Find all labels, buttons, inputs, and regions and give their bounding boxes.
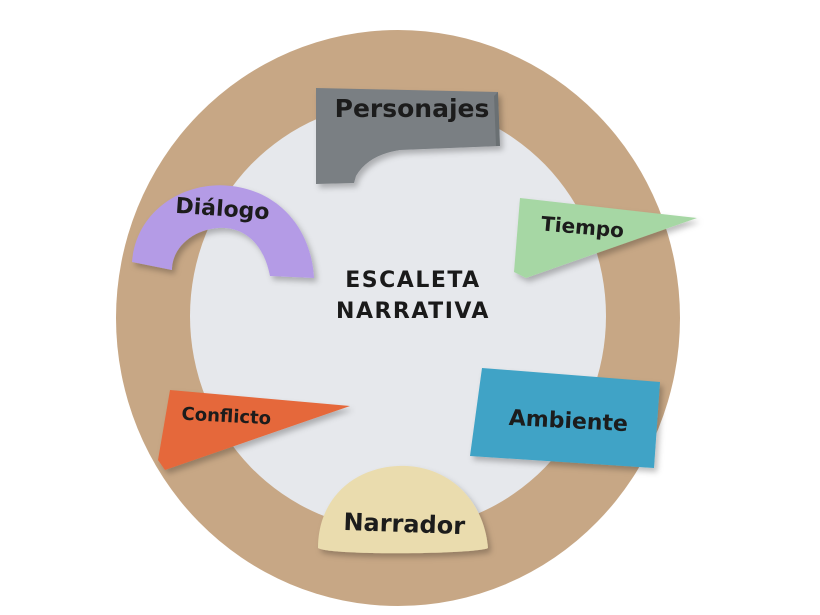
center-title-line2: NARRATIVA: [336, 299, 490, 324]
block-personajes-label: Personajes: [335, 94, 490, 123]
block-conflicto-label: Conflicto: [181, 404, 272, 430]
block-personajes-shape: [316, 88, 500, 184]
block-dialogo: Diálogo: [132, 185, 314, 278]
block-narrador-shape: [318, 465, 488, 554]
block-conflicto-shape: [158, 390, 350, 470]
block-tiempo-shape: [514, 198, 697, 278]
block-ambiente-shape: [470, 368, 660, 468]
block-personajes: Personajes: [316, 88, 500, 184]
block-ambiente: Ambiente: [470, 368, 660, 468]
block-dialogo-shape: [132, 185, 314, 278]
block-tiempo: Tiempo: [514, 198, 697, 278]
block-narrador-label: Narrador: [343, 508, 466, 540]
block-narrador: Narrador: [318, 465, 488, 554]
block-ambiente-label: Ambiente: [508, 406, 628, 437]
center-title-line1: ESCALETA: [345, 268, 480, 293]
block-conflicto: Conflicto: [158, 390, 350, 470]
